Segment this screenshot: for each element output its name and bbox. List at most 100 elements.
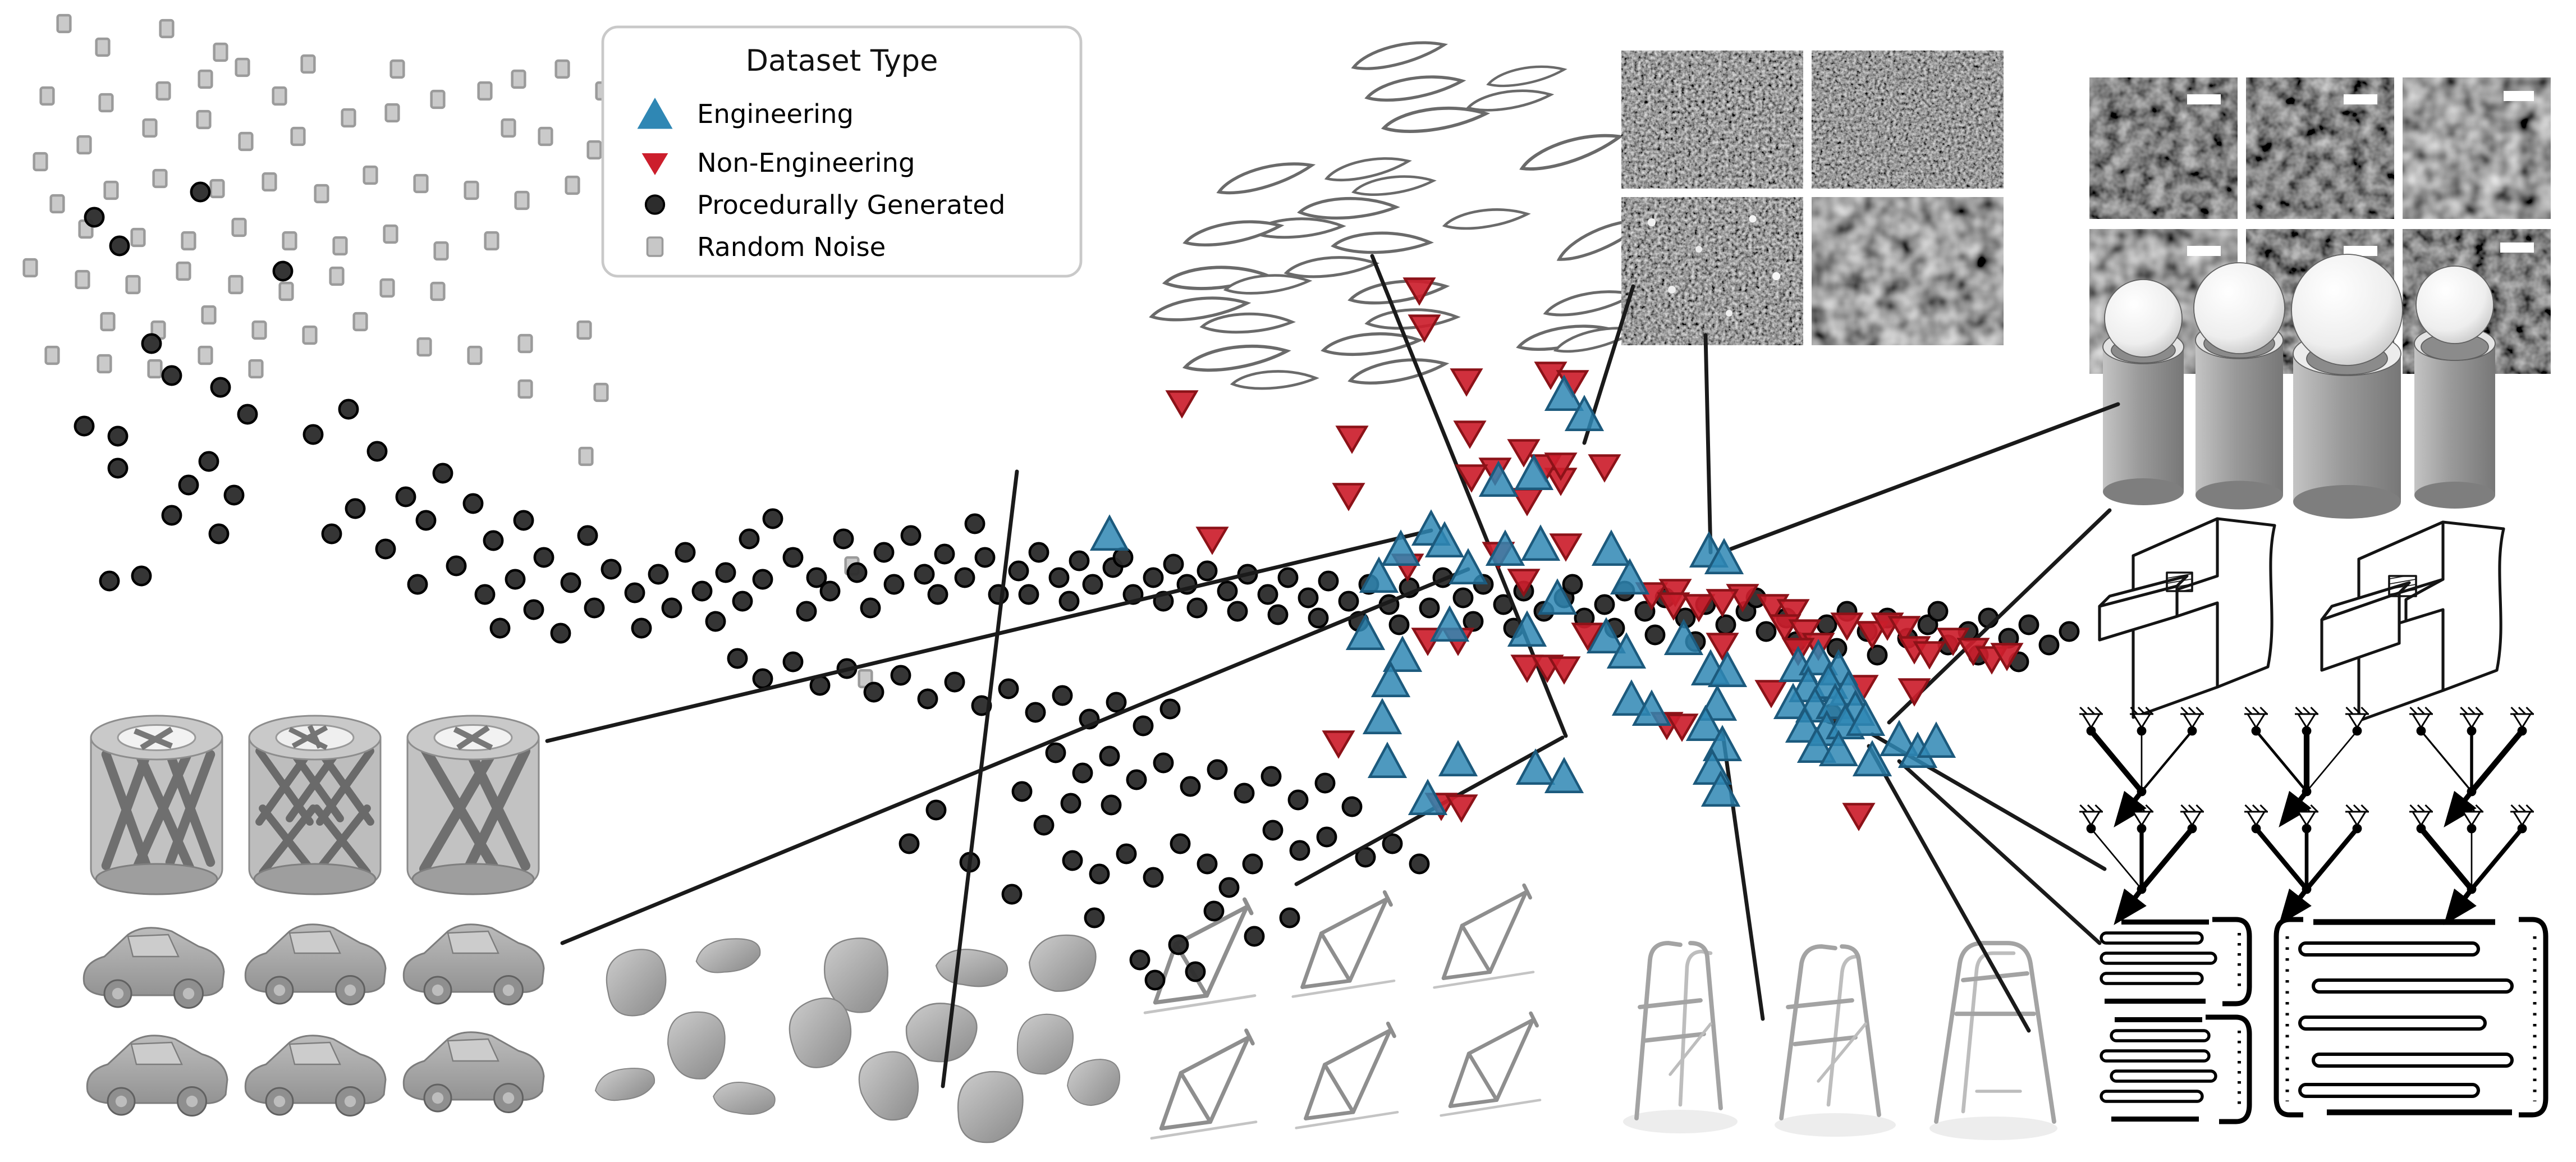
callout-line [1867,744,2031,1033]
data-point [1052,685,1073,706]
data-point [1571,623,1605,651]
data-point [1452,587,1474,609]
data-point [1507,610,1547,647]
data-point [95,37,111,57]
data-point [1927,601,1949,622]
thumbnail-grain-micrographs [2089,77,2551,374]
data-point [1008,560,1029,582]
data-point [1185,961,1206,982]
data-point [752,668,773,689]
data-point [223,484,245,506]
data-point [1186,597,1208,619]
data-point [1438,740,1478,776]
data-point [338,399,359,420]
data-point [22,258,38,278]
data-point [1510,488,1544,516]
data-point [550,623,571,644]
data-point [648,564,669,585]
data-point [927,584,948,605]
data-point [925,799,947,821]
data-point [782,547,804,568]
data-point [1663,619,1704,655]
data-point [1033,815,1055,836]
data-point [474,584,496,605]
data-point [1165,390,1199,419]
data-point [601,559,622,580]
data-point [1144,969,1166,991]
data-point [231,217,247,237]
thumbnail-serpentine-combs [2100,917,2549,1124]
data-point [1207,759,1228,780]
data-point [1217,580,1238,602]
data-point [1445,794,1478,823]
data-point [1591,529,1631,566]
data-point [462,493,484,514]
data-point [98,93,114,113]
data-point [1453,420,1487,449]
data-point [944,671,965,693]
data-point [430,89,446,109]
data-point [593,382,609,402]
data-point [1706,633,1739,661]
data-point [1707,651,1748,687]
data-point [210,377,231,398]
data-point [1089,863,1110,885]
data-point [1520,524,1561,561]
data-point [1381,529,1421,566]
data-point [1072,762,1093,784]
data-point [1069,550,1090,571]
data-point [1197,560,1218,582]
data-point [715,562,736,583]
data-point [208,523,230,545]
data-point [1408,779,1448,815]
data-point [1706,589,1739,617]
data-point [514,190,530,211]
data-point [341,108,356,128]
callout-line [1897,759,2102,945]
data-point [290,126,306,147]
data-point [1025,702,1046,723]
data-point [538,126,553,147]
legend-label-engineering: Engineering [697,99,854,129]
data-point [161,365,182,386]
data-point [248,359,264,379]
data-point [1562,574,1583,595]
data-point [1544,374,1584,411]
data-point [1450,368,1483,397]
thumbnail-truss-diagrams [2078,706,2535,925]
data-point [1101,794,1122,816]
callout-line [1887,508,2112,725]
data-point [586,140,602,160]
data-point [1755,621,1777,642]
data-point [1549,533,1583,562]
data-point [2059,621,2080,642]
data-point [446,555,467,577]
data-point [190,181,211,203]
data-point [2018,614,2039,635]
data-point [375,538,396,560]
data-point [379,278,395,298]
data-point [1463,611,1484,632]
data-point [691,580,713,602]
data-point [1913,641,1946,670]
data-point [235,57,250,77]
data-point [1133,715,1154,736]
data-point [1058,591,1080,612]
legend-title: Dataset Type [746,44,938,78]
data-point [176,261,191,281]
data-point [1163,553,1184,575]
thumbnail-sem-fiber-micrographs [1621,51,2004,345]
data-point [1382,833,1403,854]
data-point [1370,661,1411,697]
data-point [1316,826,1337,848]
data-point [1001,884,1023,905]
data-point [1852,740,1892,776]
data-point [1267,604,1289,625]
data-point [209,179,225,199]
data-point [873,542,895,563]
thumbnail-beam-block-drawings [2098,517,2505,722]
data-point [141,333,162,354]
data-point [1448,548,1488,584]
